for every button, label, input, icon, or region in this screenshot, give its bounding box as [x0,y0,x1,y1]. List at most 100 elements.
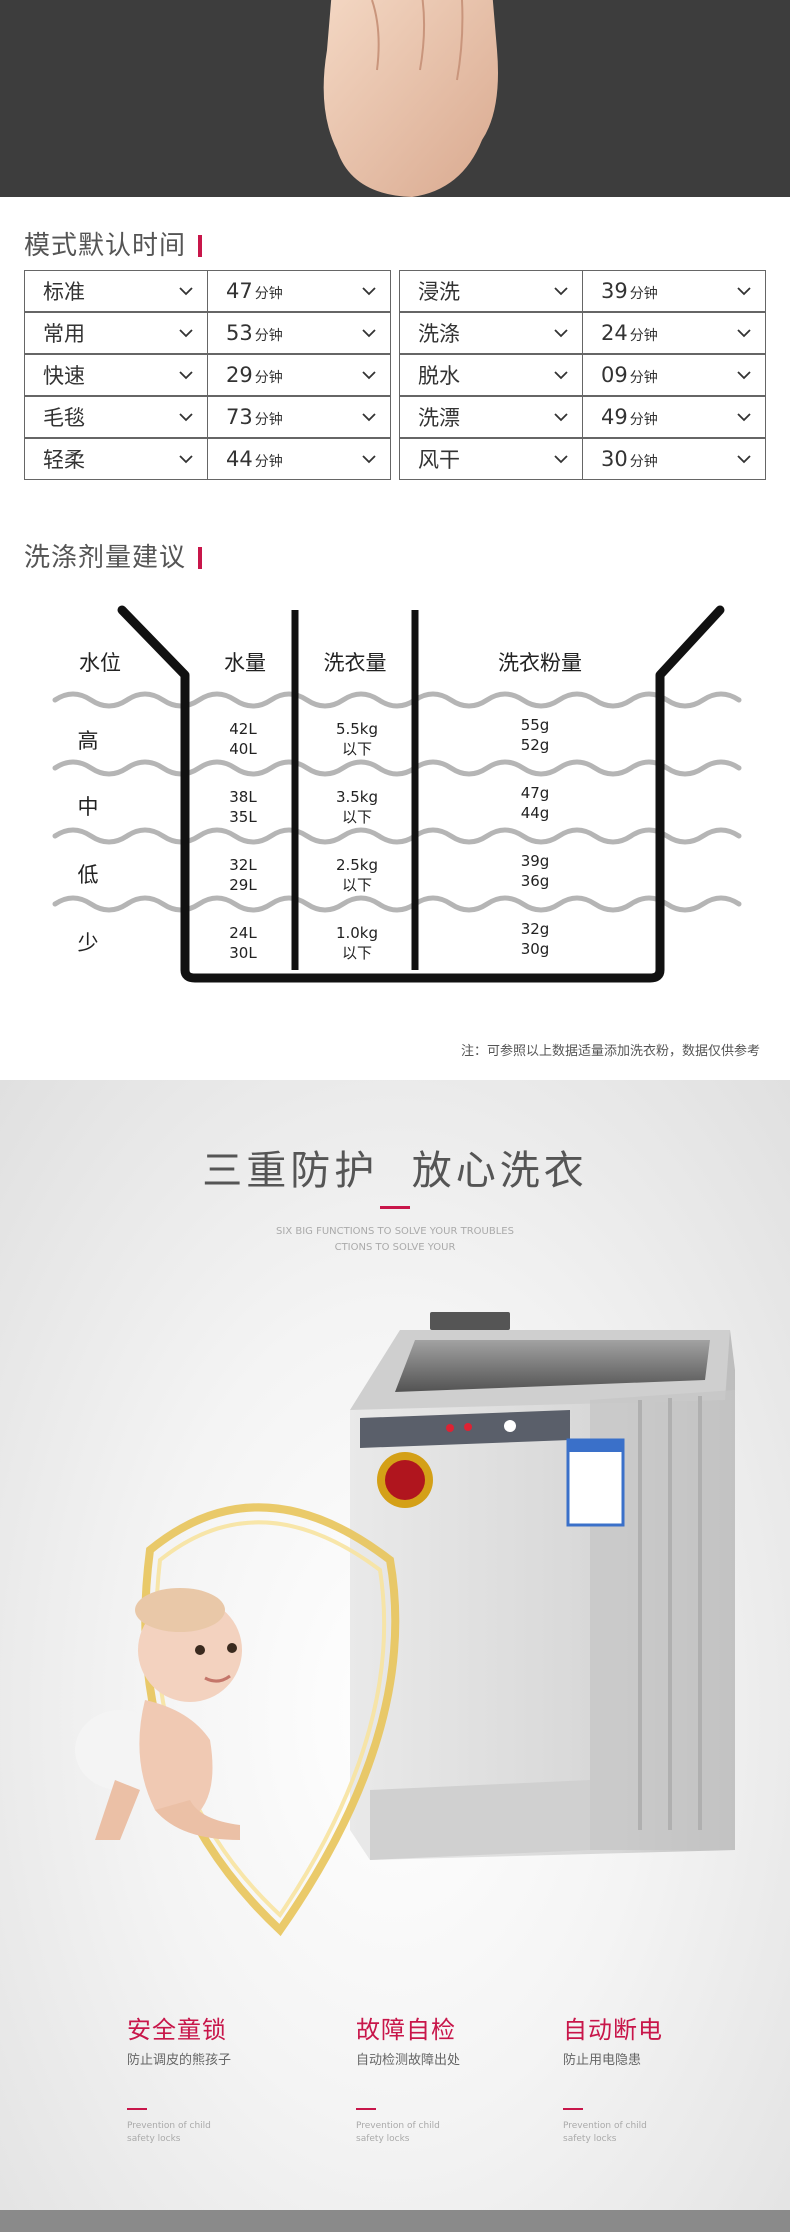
mode-select-right[interactable]: 洗涤 [399,312,583,354]
chevron-down-icon [737,329,751,338]
time-unit: 分钟 [629,328,658,344]
header-load: 洗衣量 [324,651,387,675]
time-unit: 分钟 [254,454,283,470]
chevron-down-icon [737,455,751,464]
mode-label: 风干 [418,448,460,472]
feature-desc: 防止调皮的熊孩子 [127,2053,232,2068]
chevron-down-icon [737,371,751,380]
chevron-down-icon [362,455,376,464]
water-value: 30L [229,944,257,962]
mode-select-left[interactable]: 常用 [24,312,208,354]
detergent-note: 注：可参照以上数据适量添加洗衣粉，数据仅供参考 [460,1044,760,1059]
feature-child-lock: 安全童锁 防止调皮的熊孩子 Prevention of child safety… [127,2010,327,2146]
mode-select-left[interactable]: 标准 [24,270,208,312]
chevron-down-icon [362,413,376,422]
level-label: 低 [78,863,99,887]
load-value: 以下 [342,876,372,894]
mode-title-text: 模式默认时间 [24,231,187,261]
powder-value: 55g [521,716,550,734]
header-powder: 洗衣粉量 [498,651,582,675]
chevron-down-icon [179,371,193,380]
bottom-bar [0,2210,790,2232]
powder-value: 30g [521,940,550,958]
hero-banner [0,0,790,197]
mode-label: 毛毯 [43,406,85,430]
mode-select-right[interactable]: 风干 [399,438,583,480]
mode-section-title: 模式默认时间 [24,225,203,262]
mode-label: 洗涤 [418,322,460,346]
feature-self-check: 故障自检 自动检测故障出处 Prevention of child safety… [356,2010,556,2146]
chevron-down-icon [737,287,751,296]
chevron-down-icon [554,413,568,422]
header-water: 水量 [224,651,266,675]
load-value: 以下 [342,808,372,826]
mode-select-right[interactable]: 洗漂 [399,396,583,438]
pot-outline [117,605,725,983]
mode-label: 轻柔 [43,448,85,472]
time-unit: 分钟 [254,370,283,386]
time-value: 09 [601,363,628,387]
load-value: 以下 [342,740,372,758]
mode-select-right[interactable]: 脱水 [399,354,583,396]
time-unit: 分钟 [629,454,658,470]
time-value: 47 [226,279,253,303]
chevron-down-icon [554,287,568,296]
mode-select-left[interactable]: 快速 [24,354,208,396]
protection-section: 三重防护 放心洗衣 SIX BIG FUNCTIONS TO SOLVE YOU… [0,1080,790,2232]
time-value: 39 [601,279,628,303]
chevron-down-icon [554,371,568,380]
feature-title: 自动断电 [563,2016,663,2044]
time-unit: 分钟 [254,286,283,302]
mode-label: 快速 [43,364,85,388]
water-value: 38L [229,788,257,806]
level-label: 高 [78,729,99,753]
mode-select-right[interactable]: 浸洗 [399,270,583,312]
time-unit: 分钟 [629,286,658,302]
time-unit: 分钟 [629,370,658,386]
feature-title: 安全童锁 [127,2016,227,2044]
level-label: 少 [78,931,99,955]
detergent-pot-diagram: 水位 水量 洗衣量 洗衣粉量 高 42L 40L 5.5kg 以下 55g 52… [52,605,742,983]
powder-value: 39g [521,852,550,870]
feature-auto-poweroff: 自动断电 防止用电隐患 Prevention of child safety l… [563,2010,763,2146]
load-value: 2.5kg [336,856,378,874]
powder-value: 44g [521,804,550,822]
water-value: 42L [229,720,257,738]
washing-machine-image [350,1312,735,1860]
chevron-down-icon [179,287,193,296]
time-value: 24 [601,321,628,345]
time-value: 53 [226,321,253,345]
protection-subtitle: CTIONS TO SOLVE YOUR [334,1242,456,1253]
time-unit: 分钟 [629,412,658,428]
mode-select-left[interactable]: 轻柔 [24,438,208,480]
chevron-down-icon [362,371,376,380]
load-value: 以下 [342,944,372,962]
mode-select-left[interactable]: 毛毯 [24,396,208,438]
chevron-down-icon [362,287,376,296]
detergent-section-title: 洗涤剂量建议 [24,537,203,574]
powder-value: 32g [521,920,550,938]
load-value: 5.5kg [336,720,378,738]
time-value: 49 [601,405,628,429]
chevron-down-icon [179,329,193,338]
water-value: 29L [229,876,257,894]
mode-label: 洗漂 [418,406,460,430]
time-value: 29 [226,363,253,387]
mode-label: 脱水 [418,364,460,388]
mode-label: 标准 [43,280,85,304]
chevron-down-icon [554,329,568,338]
load-value: 3.5kg [336,788,378,806]
